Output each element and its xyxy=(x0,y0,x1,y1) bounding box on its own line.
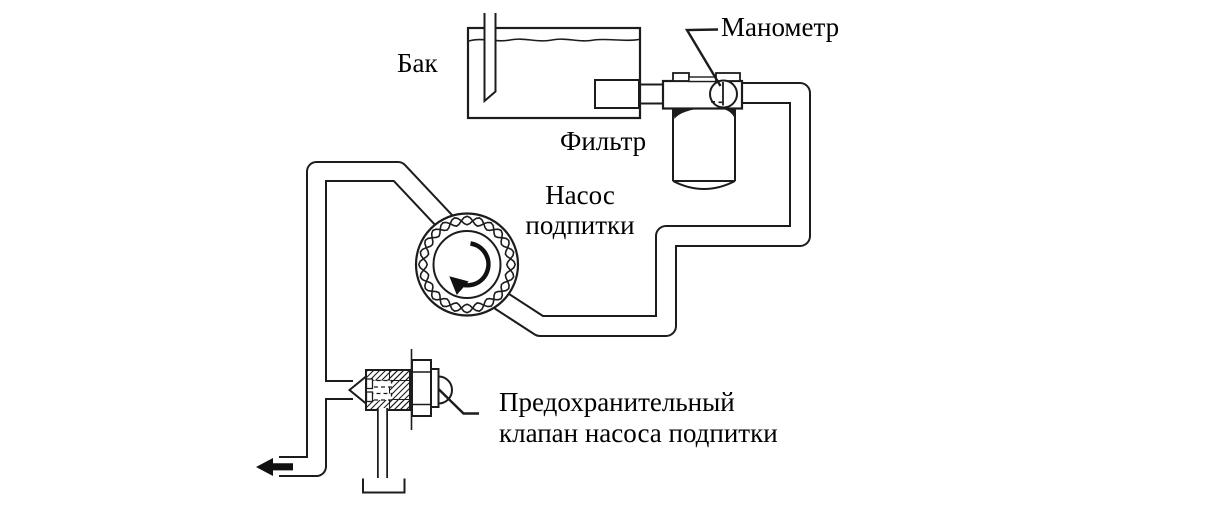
relief-valve xyxy=(347,349,453,494)
oil-level-line xyxy=(468,38,640,42)
relief-valve-label-line1: Предохранительный xyxy=(499,387,735,417)
flow-direction-arrow xyxy=(256,458,293,476)
tank-label: Бак xyxy=(397,48,438,78)
valve-collar xyxy=(430,368,440,408)
pump-label: Насос подпитки xyxy=(500,180,660,240)
filter-label: Фильтр xyxy=(560,126,647,156)
filter-assembly xyxy=(661,72,744,190)
pressure-gauge xyxy=(709,79,738,109)
filter-bowl xyxy=(672,108,736,190)
valve-cap xyxy=(437,375,453,405)
supply-pipe-filter-to-pump xyxy=(494,82,811,337)
filter-seal-right xyxy=(725,109,735,117)
gauge-label: Манометр xyxy=(721,12,840,42)
pump-label-line1: Насос xyxy=(545,180,615,210)
pump-label-line2: подпитки xyxy=(525,210,635,240)
charge-pump xyxy=(414,212,520,317)
return-pipe-pump-to-outlet xyxy=(276,161,461,477)
relief-valve-label-line2: клапан насоса подпитки xyxy=(499,418,778,448)
filter-mount-tabs xyxy=(672,72,741,83)
oil-tank xyxy=(466,13,663,120)
valve-adjuster-nut xyxy=(411,359,432,417)
valve-spring xyxy=(365,378,393,403)
tank-outlet-port xyxy=(594,79,640,109)
pump-rotor-ring-outer xyxy=(417,215,517,314)
gauge-leader-line xyxy=(684,28,722,87)
valve-leader-line xyxy=(437,388,479,415)
relief-valve-label: Предохранительный клапан насоса подпитки xyxy=(499,387,778,449)
suction-pipe xyxy=(483,13,497,104)
gauge-scale-marks xyxy=(711,101,722,104)
tank-return-symbol xyxy=(362,478,406,494)
pump-rotor-ring-inner xyxy=(419,217,515,312)
tank-to-filter-line xyxy=(640,83,663,105)
pump-rotation-arrow xyxy=(449,241,491,295)
filter-seal-left xyxy=(673,109,694,119)
